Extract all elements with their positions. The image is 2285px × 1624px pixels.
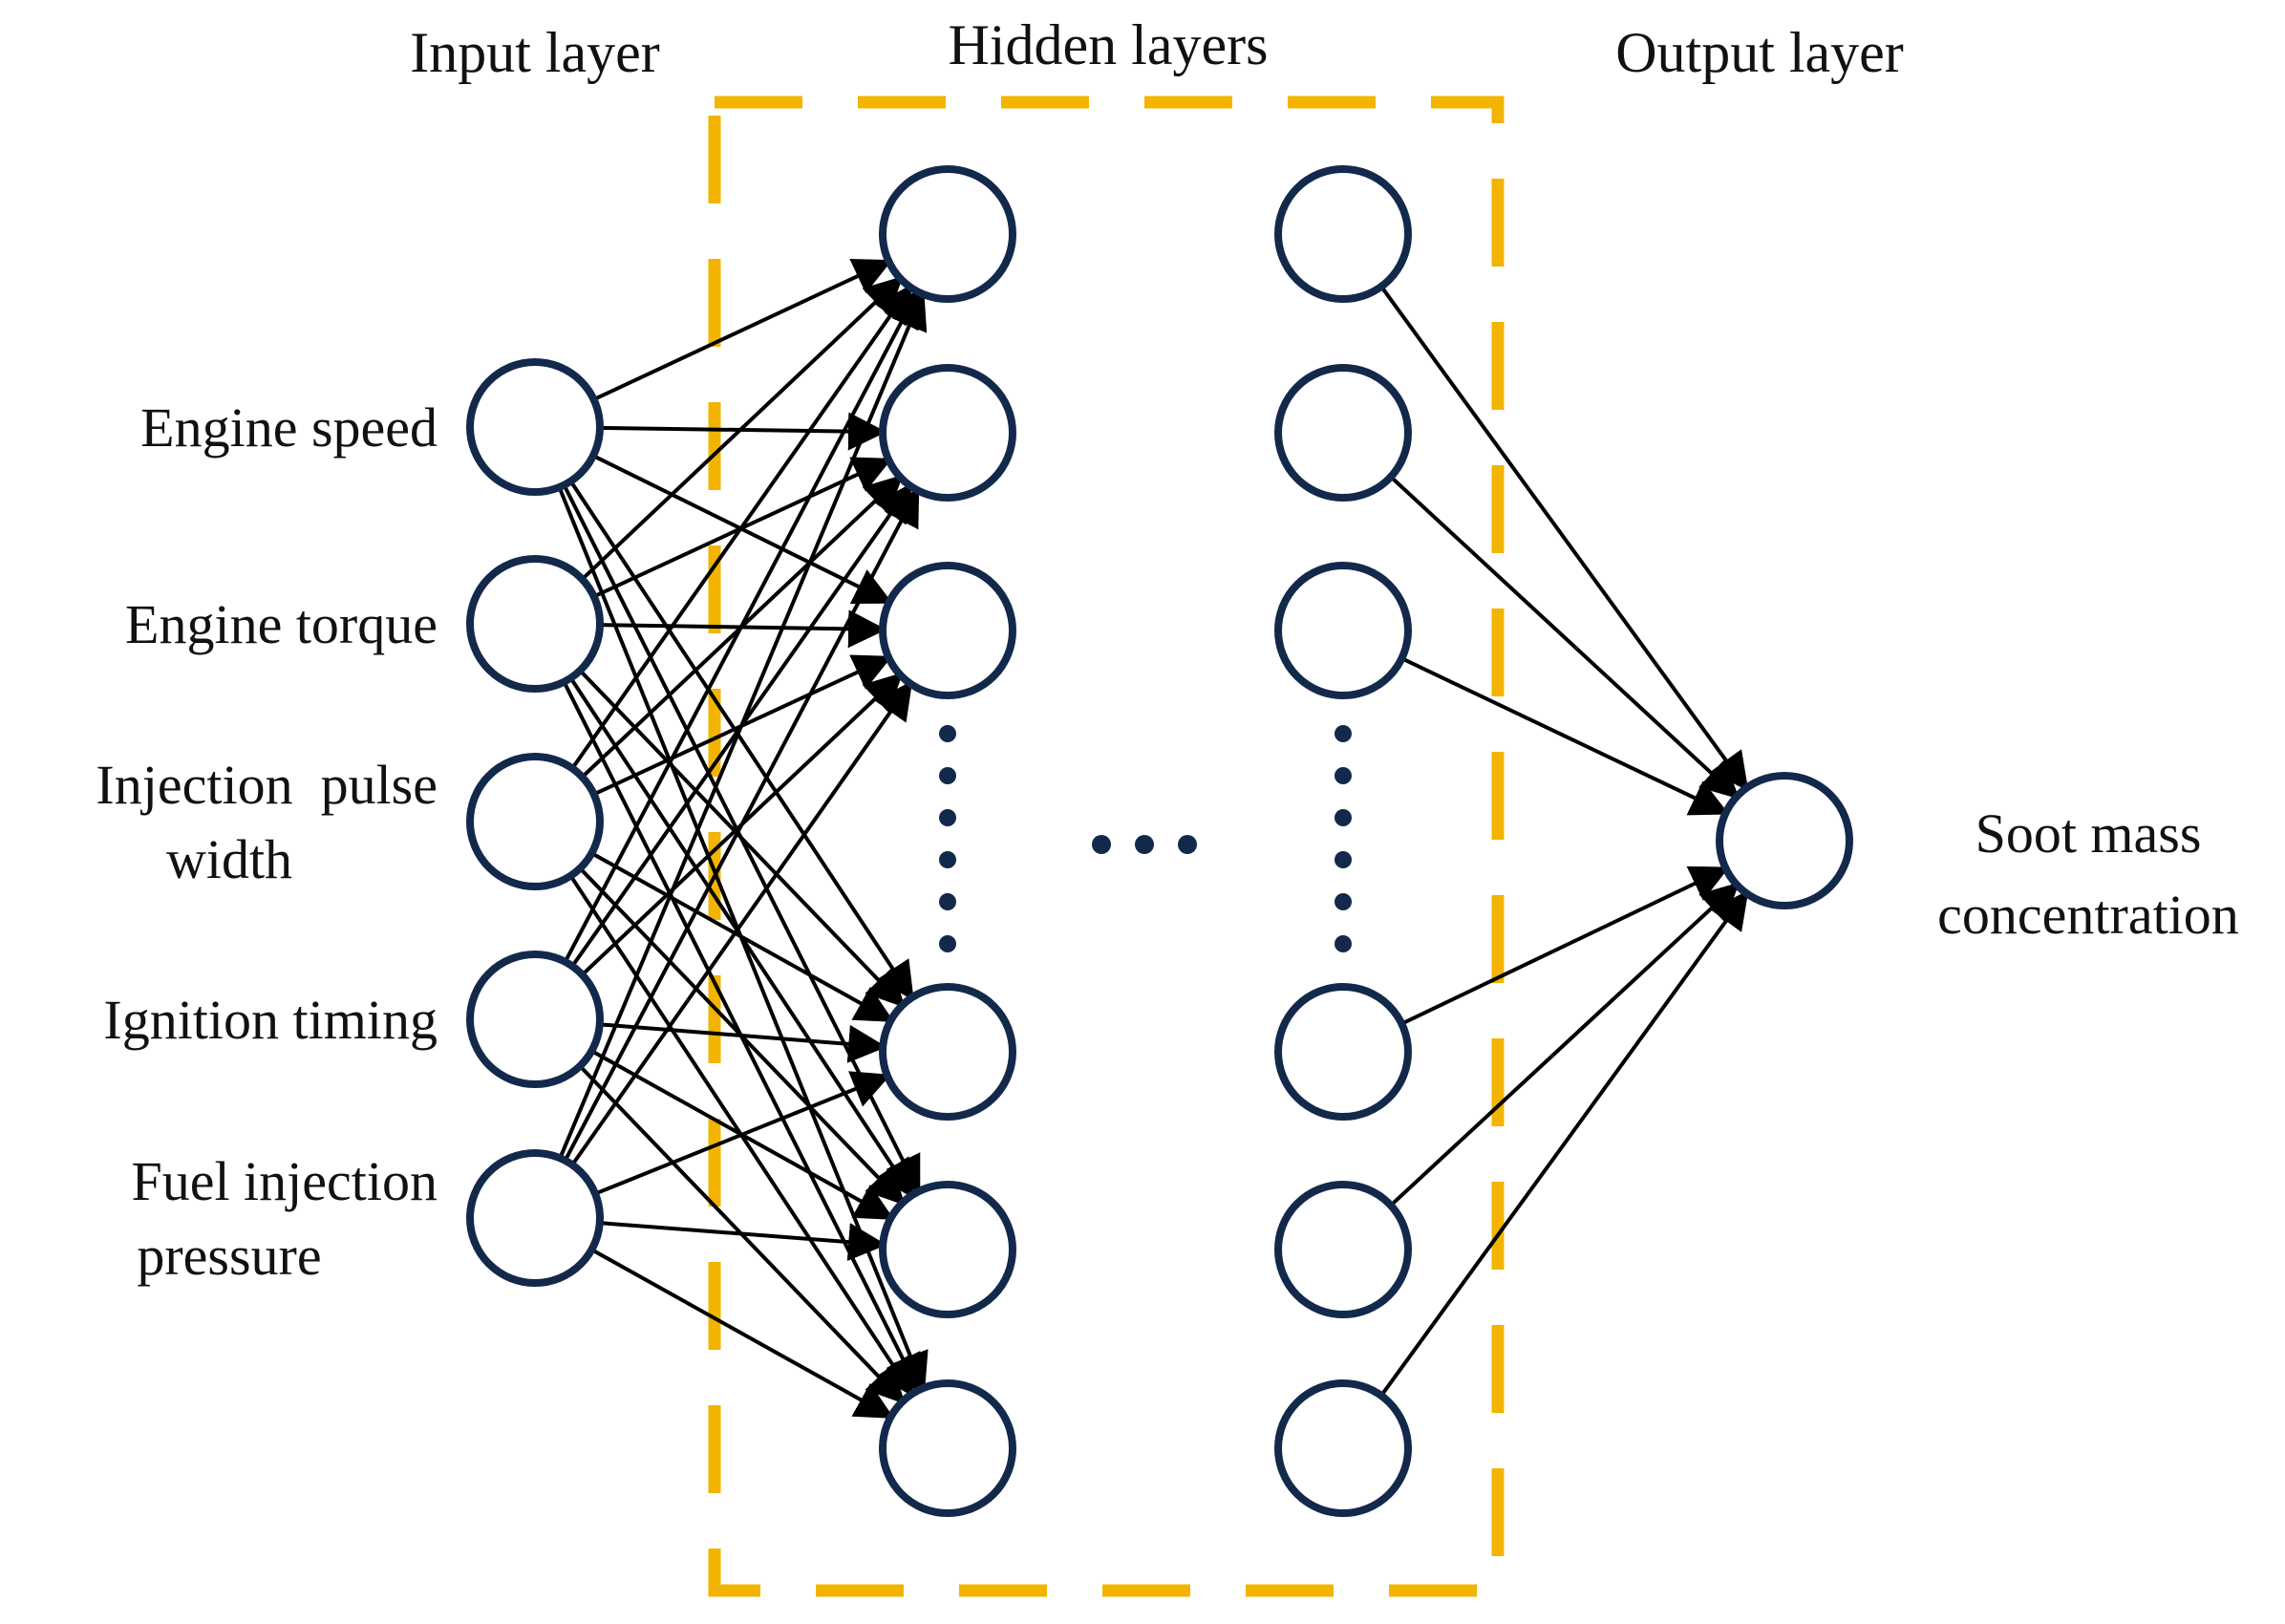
vertical-ellipsis-dot-hidden1-2 (939, 767, 956, 784)
vertical-ellipsis-dot-hidden2-2 (1335, 767, 1352, 784)
hidden-layer-2-node-2 (1274, 364, 1412, 502)
vertical-ellipsis-dot-hidden1-4 (939, 851, 956, 868)
hidden-layer-2-nodes-group (1274, 165, 1412, 1517)
edge-hidden2-4-to-output (1400, 865, 1730, 1026)
edge-input-3-to-hidden1-4 (590, 851, 895, 1022)
input-label-3-line-2: width (166, 828, 292, 890)
edge-input-3-to-hidden1-1 (570, 284, 913, 770)
edge-input-2-to-hidden1-1 (581, 275, 904, 581)
edge-input-5-to-hidden1-2 (563, 486, 920, 1162)
input-label-3-line-1: Injection pulse (96, 754, 438, 816)
hidden-layer-1-node-1 (879, 165, 1016, 303)
input-label-4-line-1: Ignition timing (103, 989, 438, 1051)
vertical-ellipsis-dot-hidden2-6 (1335, 935, 1352, 952)
input-node-1 (466, 358, 604, 496)
ellipsis-dots-group (939, 725, 1352, 952)
edge-hidden2-5-to-output (1389, 882, 1740, 1207)
edge-input-5-to-hidden1-4 (594, 1071, 891, 1196)
hidden-layer-1-node-3 (879, 562, 1016, 699)
hidden-layer-2-node-3 (1274, 562, 1412, 699)
hidden-layer-1-node-6 (879, 1379, 1016, 1517)
input-label-5-line-2: pressure (137, 1225, 321, 1287)
input-label-5-line-1: Fuel injection (131, 1150, 438, 1212)
edge-input-1-to-hidden1-4 (568, 480, 914, 1001)
vertical-ellipsis-dot-hidden1-3 (939, 809, 956, 826)
edge-hidden2-6-to-output (1379, 889, 1749, 1398)
hidden-layer-2-node-4 (1274, 983, 1412, 1121)
output-nodes-group (1716, 772, 1853, 909)
hidden-layer-1-node-5 (879, 1181, 1016, 1318)
vertical-ellipsis-dot-hidden2-5 (1335, 893, 1352, 910)
vertical-ellipsis-dot-hidden2-3 (1335, 809, 1352, 826)
input-nodes-group (466, 358, 604, 1287)
vertical-ellipsis-dot-hidden1-6 (939, 935, 956, 952)
input-node-4 (466, 951, 604, 1088)
output-layer-header: Output layer (1615, 21, 1904, 84)
output-label-line-2: concentration (1937, 884, 2239, 946)
hidden-layer-2-node-1 (1274, 165, 1412, 303)
hidden-layer-2-node-5 (1274, 1181, 1412, 1318)
input-layer-header: Input layer (410, 21, 660, 84)
edge-hidden2-3-to-output (1400, 656, 1730, 816)
hidden-layer-1-nodes-group (879, 165, 1016, 1517)
vertical-ellipsis-dot-hidden1-1 (939, 725, 956, 742)
vertical-ellipsis-dot-hidden2-4 (1335, 851, 1352, 868)
horizontal-ellipsis-dot-3 (1178, 835, 1197, 854)
edge-hidden2-1-to-output (1379, 285, 1749, 792)
input-label-1-line-1: Engine speed (140, 396, 438, 459)
edge-input-5-to-hidden1-1 (558, 290, 928, 1160)
input-node-2 (466, 555, 604, 693)
hidden-layer-2-node-6 (1274, 1379, 1412, 1517)
output-node (1716, 772, 1853, 909)
output-labels-group: Soot mass concentration (1937, 802, 2239, 946)
hidden-layers-header: Hidden layers (949, 13, 1269, 76)
edge-input-1-to-hidden1-1 (592, 258, 893, 402)
edge-hidden2-2-to-output (1389, 475, 1740, 800)
input-node-5 (466, 1149, 604, 1287)
input-label-2-line-1: Engine torque (125, 593, 438, 655)
edge-input-5-to-hidden1-5 (599, 1221, 887, 1262)
horizontal-ellipsis-dot-1 (1092, 835, 1111, 854)
edge-input-5-to-hidden1-3 (570, 680, 913, 1166)
input-node-3 (466, 753, 604, 890)
output-label-line-1: Soot mass (1975, 802, 2202, 865)
edge-input-4-to-hidden1-4 (599, 1022, 887, 1063)
hidden-layer-1-node-2 (879, 364, 1016, 502)
edges-group (557, 258, 1749, 1419)
hidden-layers-box (708, 96, 1505, 1597)
vertical-ellipsis-dot-hidden2-1 (1335, 725, 1352, 742)
hidden-layer-1-node-4 (879, 983, 1016, 1121)
vertical-ellipsis-dot-hidden1-5 (939, 893, 956, 910)
horizontal-ellipsis-dot-2 (1135, 835, 1154, 854)
edge-input-4-to-hidden1-1 (563, 288, 920, 963)
edge-input-5-to-hidden1-6 (590, 1248, 895, 1419)
